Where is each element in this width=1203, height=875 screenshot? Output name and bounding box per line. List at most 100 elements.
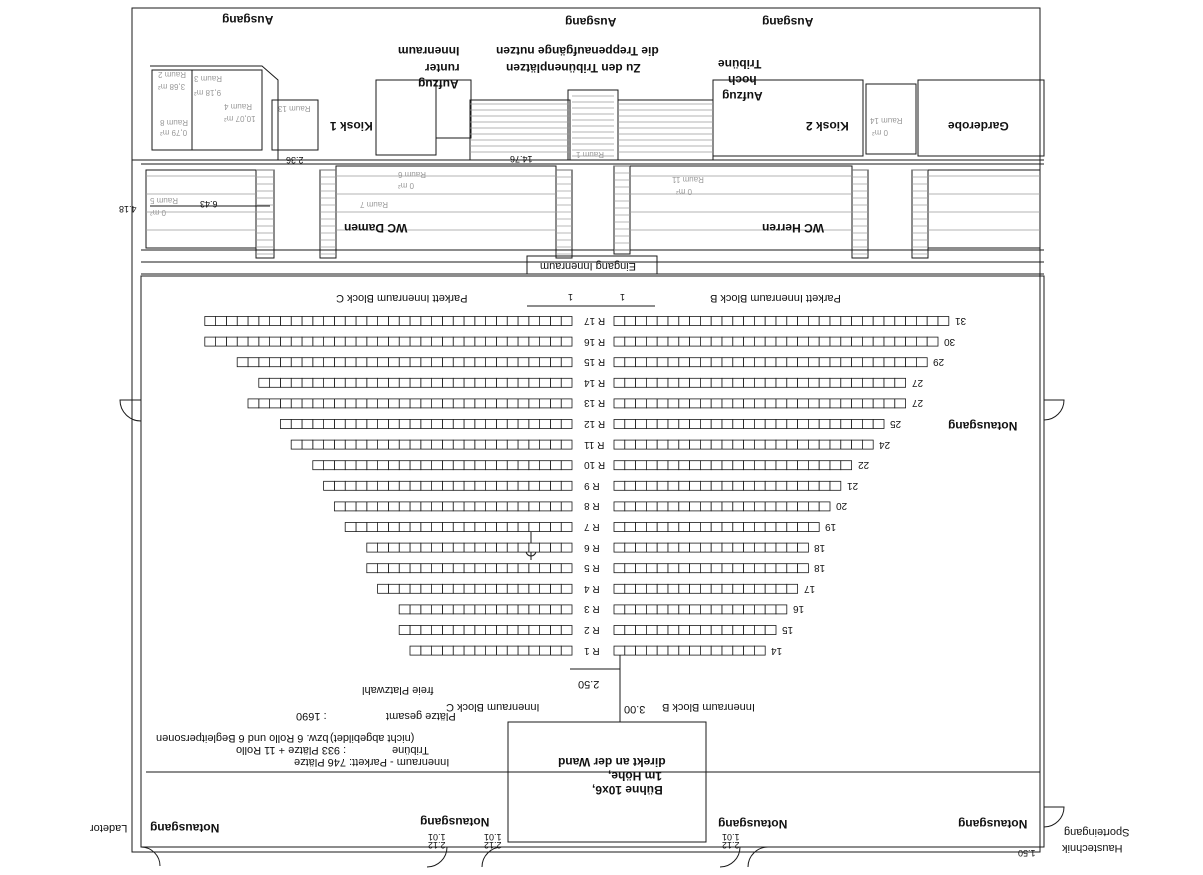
seat (333, 316, 346, 326)
exit-label: Ausgang (565, 15, 617, 29)
seat (550, 542, 562, 553)
seat (323, 439, 335, 450)
seat (550, 645, 562, 656)
seat (743, 522, 755, 532)
seat (528, 419, 540, 429)
seat (506, 604, 519, 615)
seat (463, 501, 476, 512)
seat (851, 357, 863, 368)
seat (635, 604, 647, 615)
seat (506, 439, 519, 450)
room-area: 10,07 m² (224, 114, 256, 123)
seat (560, 398, 573, 409)
seat (506, 357, 519, 368)
seat (894, 377, 906, 388)
seat (420, 336, 432, 347)
seat (872, 419, 885, 429)
dimension-label: 2.36 (286, 155, 304, 165)
summary-line: Innenraum - Parkett: 746 Plätze (294, 756, 450, 768)
exit-label: Ausgang (762, 15, 814, 29)
seat (624, 336, 636, 347)
seat (721, 522, 734, 532)
seat (366, 522, 378, 532)
seat (463, 336, 476, 347)
seat (840, 398, 852, 409)
seat (539, 419, 551, 429)
seat (236, 357, 249, 368)
seat (624, 439, 636, 450)
seat (635, 398, 647, 409)
seat (387, 542, 400, 553)
seat (517, 480, 530, 491)
seat-count-label: 20 (836, 500, 848, 511)
seat (829, 419, 842, 429)
room-label: Raum 13 (278, 104, 311, 113)
seat (786, 336, 798, 347)
seat (539, 336, 551, 347)
seat (754, 398, 766, 409)
seat (463, 522, 476, 532)
seat (905, 336, 917, 347)
seat (420, 625, 432, 635)
seat (539, 522, 551, 532)
seat (290, 377, 303, 388)
seat (775, 604, 788, 615)
seat (743, 377, 755, 388)
seat (764, 357, 777, 368)
seat (786, 542, 798, 553)
seat (667, 357, 680, 368)
seat (721, 563, 734, 574)
seat (560, 480, 573, 491)
room-label: Raum 1 (576, 150, 605, 159)
seat (646, 480, 658, 491)
seat (721, 398, 734, 409)
seat (377, 583, 389, 594)
seat (312, 460, 324, 471)
seat (290, 357, 303, 368)
seat (743, 625, 755, 635)
seat (550, 583, 562, 594)
seat (818, 336, 831, 347)
seat (355, 377, 368, 388)
seat (721, 336, 734, 347)
seat (808, 398, 820, 409)
stage (507, 721, 707, 843)
seat (775, 357, 788, 368)
seat (409, 604, 422, 615)
seat (656, 357, 669, 368)
seat (786, 480, 798, 491)
seat (667, 542, 680, 553)
garderobe-wall (917, 79, 1045, 157)
seat (409, 419, 422, 429)
seat (829, 460, 842, 471)
room-area: 3,68 m² (158, 82, 186, 91)
seat (635, 583, 647, 594)
room-label: Raum 11 (672, 175, 704, 184)
lift-down-label: Innenraum (398, 44, 460, 58)
seat (700, 398, 712, 409)
seat (840, 357, 852, 368)
seat (387, 583, 400, 594)
seat (517, 316, 530, 326)
garderobe-label: Garderobe (948, 119, 1009, 133)
seat (398, 377, 411, 388)
row-label: R 6 (584, 542, 600, 553)
seat (829, 357, 842, 368)
seat (689, 336, 701, 347)
room-label: Raum 6 (398, 170, 427, 179)
seat (485, 522, 497, 532)
seat (452, 625, 465, 635)
seat (678, 377, 690, 388)
stair-wall (555, 169, 573, 259)
stair-wall (469, 99, 571, 161)
seat (474, 336, 486, 347)
seat (689, 439, 701, 450)
seat (764, 439, 777, 450)
seat (775, 480, 788, 491)
seat (667, 316, 680, 326)
seat (700, 336, 712, 347)
seat (290, 336, 303, 347)
row-label: R 16 (584, 336, 606, 347)
lift-up-label: Aufzug (722, 89, 763, 103)
seat (550, 460, 562, 471)
